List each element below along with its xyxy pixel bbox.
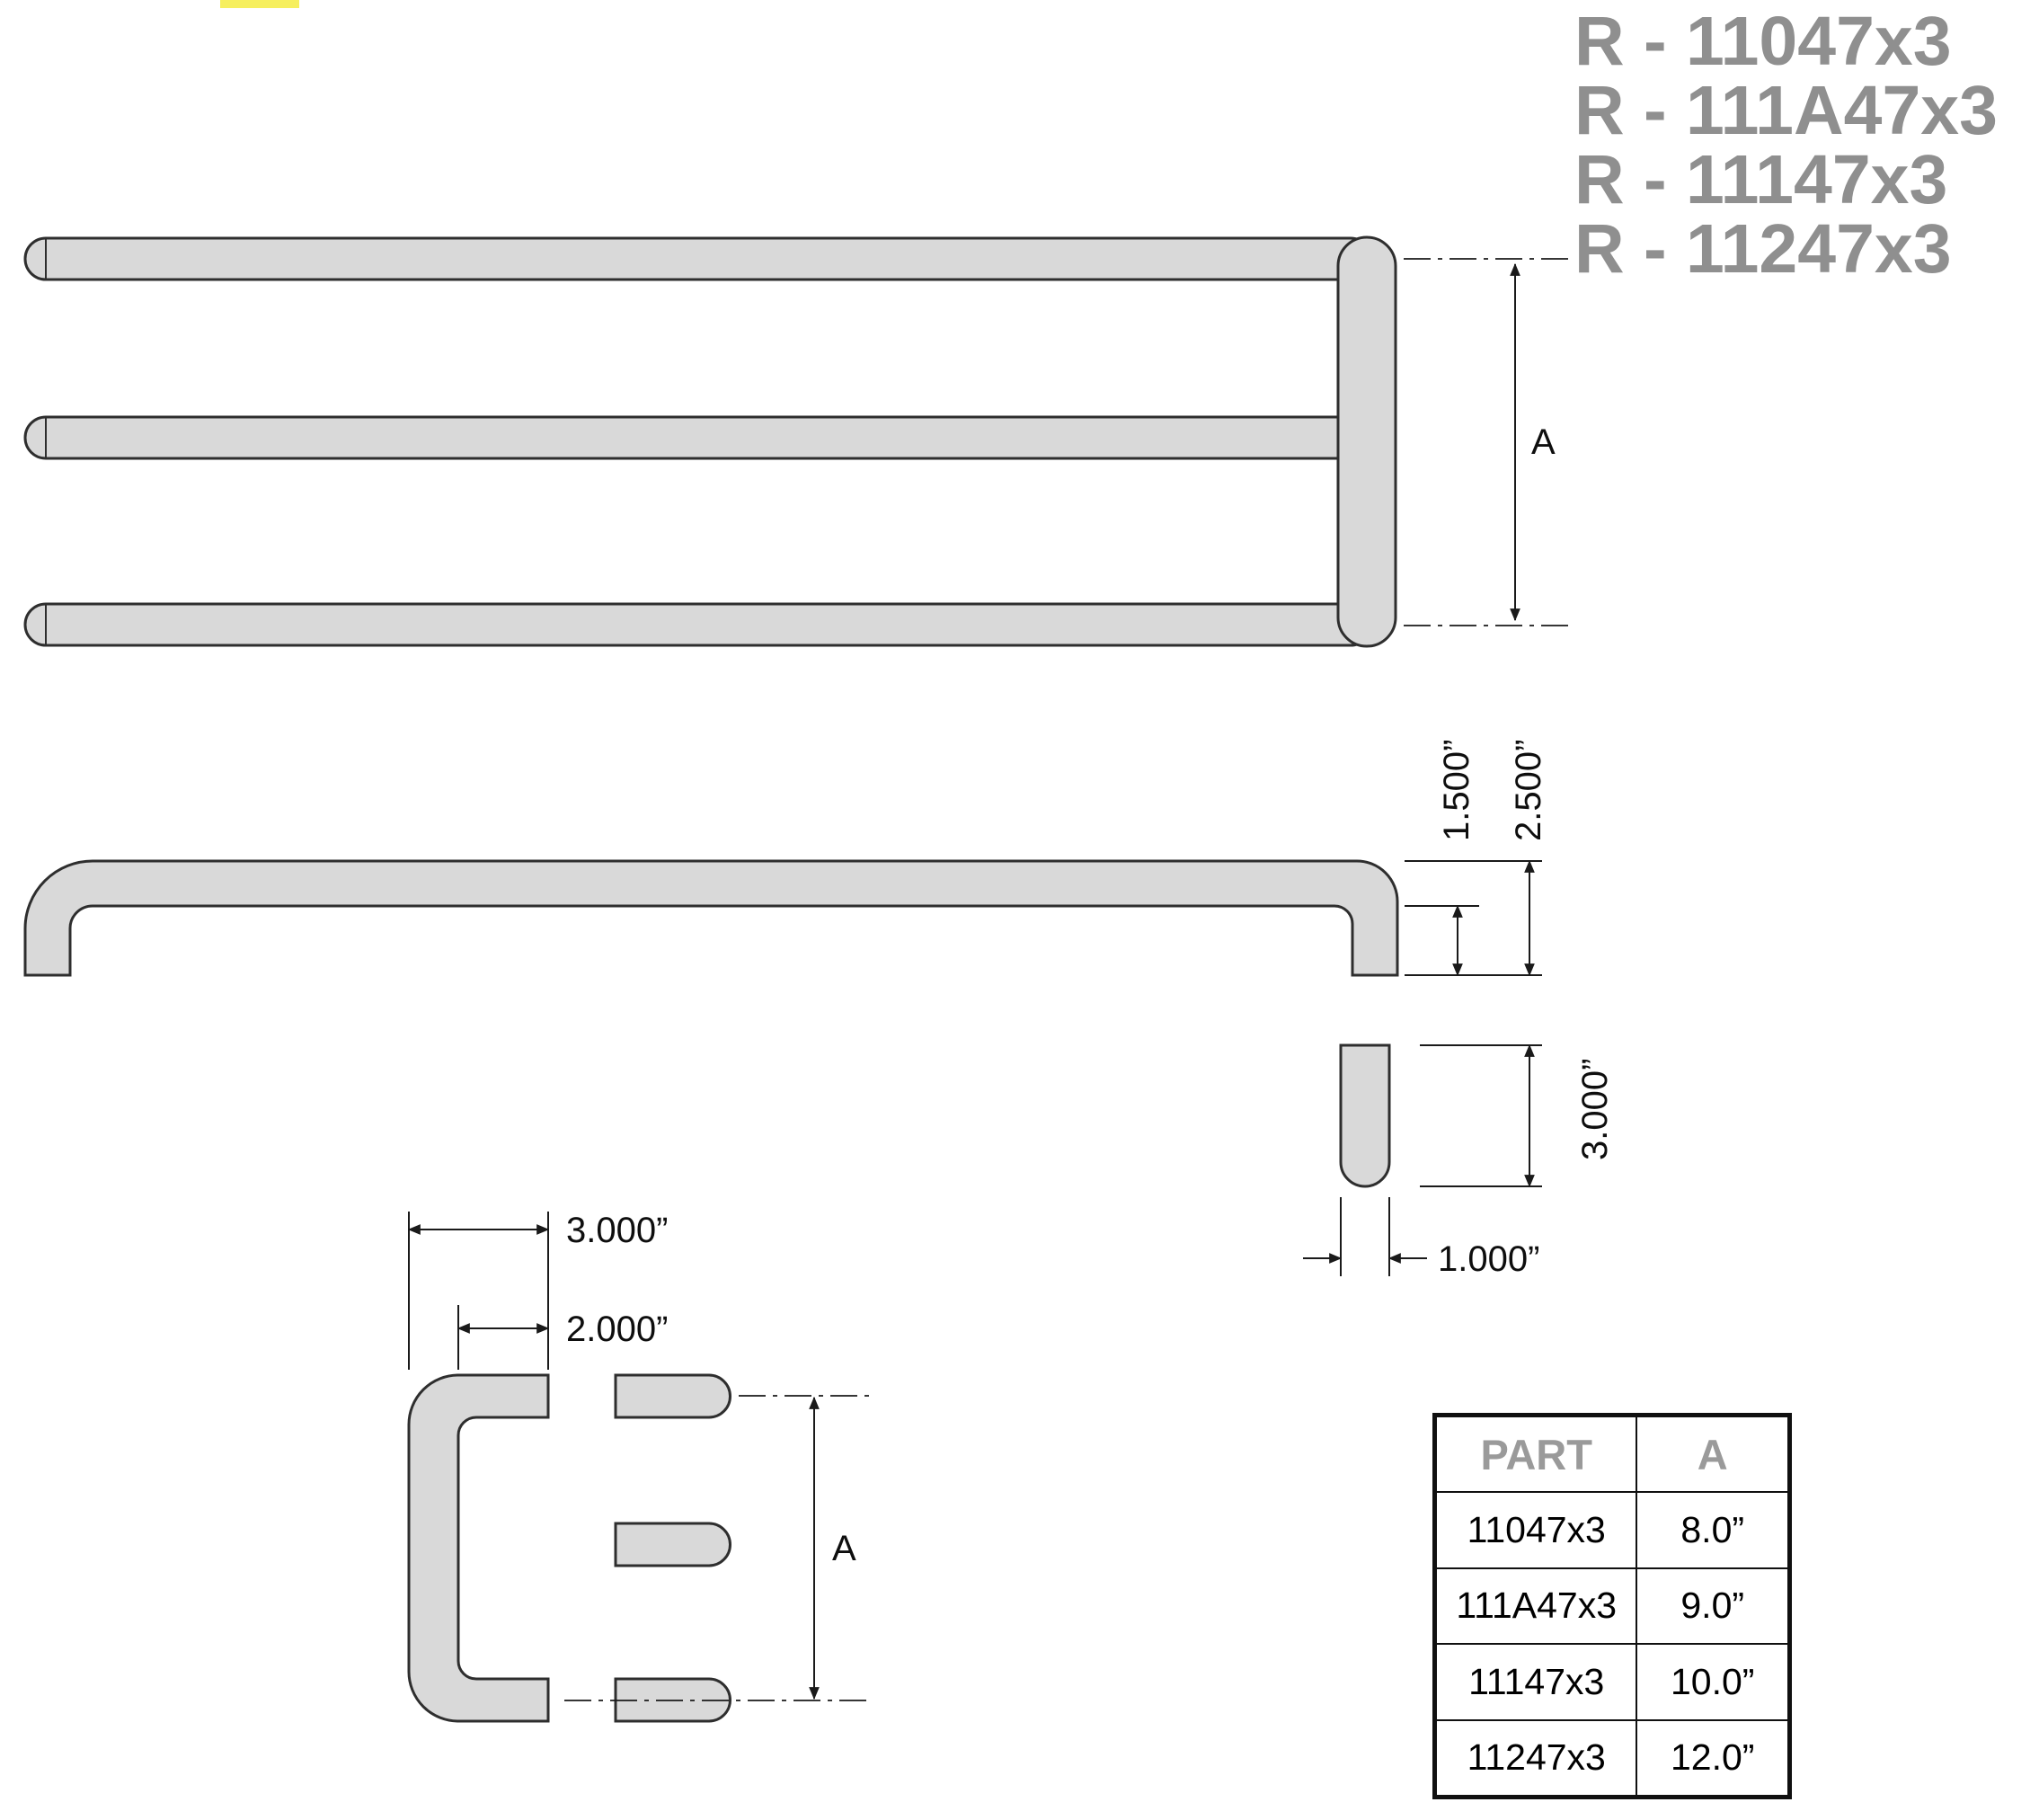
table-header-part: PART [1436, 1416, 1637, 1493]
top-view-drawing: A [23, 235, 1574, 648]
side-view-dim-outer-label: 2.500” [1509, 740, 1548, 841]
end-view-bracket [407, 1373, 550, 1723]
table-row-1-part: 11047x3 [1436, 1492, 1637, 1568]
top-edge-artifact [220, 0, 299, 8]
table-row-3-a: 10.0” [1636, 1644, 1788, 1720]
end-view-tab-2 [614, 1522, 731, 1567]
cap-dim-length-label: 3.000” [1575, 1059, 1615, 1160]
part-number-line-3: R - 11147x3 [1574, 141, 1948, 218]
end-view-dim-a-label: A [832, 1529, 856, 1568]
end-view-dim-width-label: 3.000” [566, 1211, 668, 1250]
table-row-2-a: 9.0” [1636, 1567, 1788, 1645]
end-view-dim-offset-label: 2.000” [566, 1310, 668, 1349]
table-row-4-a: 12.0” [1636, 1719, 1788, 1796]
table-row-3-part: 11147x3 [1436, 1644, 1637, 1720]
side-view-drawing: 1.500” 2.500” [23, 740, 1548, 977]
cap-dim-width-label: 1.000” [1438, 1239, 1539, 1279]
table-row-4-part: 11247x3 [1436, 1719, 1637, 1796]
table-row-1-a: 8.0” [1636, 1492, 1788, 1568]
part-number-line-2: R - 111A47x3 [1574, 72, 1998, 149]
end-view-drawing: 3.000” 2.000” A [407, 1211, 870, 1723]
top-view-prong-2 [23, 415, 1373, 460]
top-view-prong-1 [23, 236, 1373, 281]
top-view-dim-a-label: A [1531, 422, 1556, 462]
table-row-2-part: 111A47x3 [1436, 1567, 1637, 1645]
cap-detail-shape [1339, 1043, 1391, 1188]
end-view-tab-1 [614, 1373, 731, 1419]
side-view-rail [23, 859, 1399, 977]
top-view-crossbar [1336, 235, 1397, 648]
top-view-prong-3 [23, 602, 1373, 647]
part-number-line-1: R - 11047x3 [1574, 3, 1952, 80]
parts-table: PART A 11047x3 8.0” 111A47x3 9.0” 11147x… [1432, 1413, 1792, 1799]
cap-detail-drawing: 3.000” 1.000” [1303, 1043, 1615, 1279]
part-number-list: R - 11047x3 R - 111A47x3 R - 11147x3 R -… [1574, 7, 1998, 284]
side-view-dim-inner-label: 1.500” [1437, 740, 1476, 841]
table-header-a: A [1636, 1416, 1788, 1493]
part-number-line-4: R - 11247x3 [1574, 210, 1952, 288]
